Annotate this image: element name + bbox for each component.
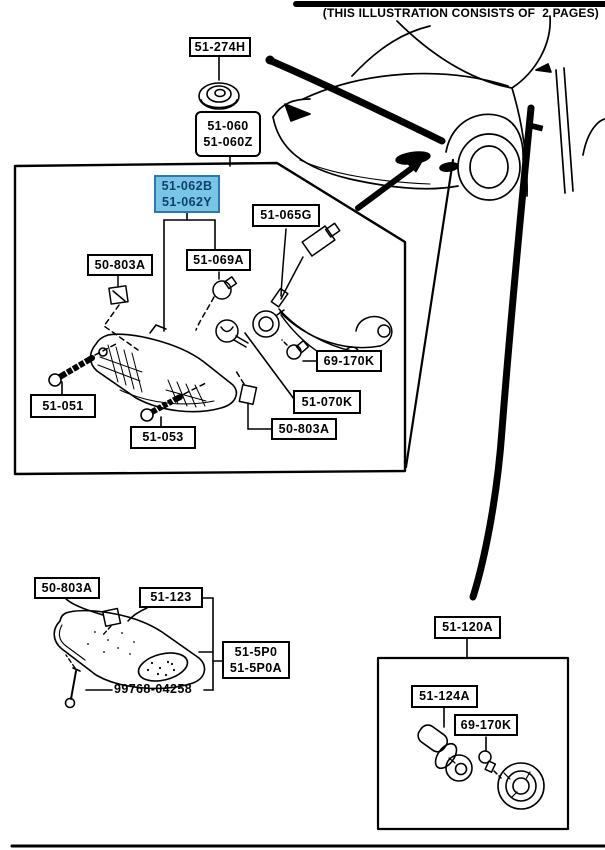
rivet-drawing xyxy=(64,654,214,709)
clip-drawing-upper xyxy=(103,275,139,351)
rear-detail-box xyxy=(376,656,570,831)
part-label-50-803A-mid[interactable]: 50-803A xyxy=(271,418,337,440)
part-label-51-051[interactable]: 51-051 xyxy=(30,394,96,418)
leader-51-070K xyxy=(244,332,295,400)
illustration-note: (THIS ILLUSTRATION CONSISTS OF 2 PAGES) xyxy=(322,6,599,20)
screw-drawing-51-051 xyxy=(48,343,117,395)
wiring-harness-drawing xyxy=(270,222,393,371)
socket-drawing-51-069A xyxy=(195,271,238,331)
part-label-50-803A-side[interactable]: 50-803A xyxy=(34,577,100,599)
lens-hatch-right xyxy=(165,379,207,408)
part-label-51-120A[interactable]: 51-120A xyxy=(434,616,501,639)
part-label-51-053[interactable]: 51-053 xyxy=(130,426,196,449)
front-wheel xyxy=(457,133,521,201)
part-label-51-060[interactable]: 51-060 51-060Z xyxy=(195,111,261,157)
part-label-51-123[interactable]: 51-123 xyxy=(139,587,203,608)
body-sweep-line xyxy=(469,104,535,601)
bracket-51-5P0 xyxy=(198,597,223,691)
part-label-51-062-highlighted[interactable]: 51-062B 51-062Y xyxy=(154,175,220,213)
retainer-rings-drawing xyxy=(497,762,545,810)
side-marker-lamp-drawing xyxy=(53,598,206,690)
headlamp-mark xyxy=(284,103,311,122)
socket-drawing-51-124A xyxy=(417,724,473,782)
part-label-69-170K-front[interactable]: 69-170K xyxy=(316,350,382,372)
clip-drawing-mid xyxy=(235,370,272,430)
screw-drawing-51-053 xyxy=(140,382,207,427)
pointer-arrow-hood xyxy=(265,55,446,145)
part-label-51-124A[interactable]: 51-124A xyxy=(411,685,478,708)
part-label-51-069A[interactable]: 51-069A xyxy=(186,249,251,271)
part-label-51-5P0[interactable]: 51-5P0 51-5P0A xyxy=(222,641,290,679)
lens-stipple xyxy=(87,631,176,677)
bulb-drawing-69-170K-front xyxy=(281,339,317,362)
part-label-51-070K[interactable]: 51-070K xyxy=(293,390,361,414)
leader-51-062 xyxy=(163,212,216,332)
leader-car-to-box xyxy=(404,158,455,469)
main-detail-box xyxy=(13,161,407,476)
grommet-drawing xyxy=(198,56,240,110)
part-label-69-170K-rear[interactable]: 69-170K xyxy=(454,714,518,736)
part-label-50-803A-top[interactable]: 50-803A xyxy=(87,254,153,276)
front-turn-lamp-drawing xyxy=(89,324,238,413)
car-sketch xyxy=(272,15,605,201)
page-borders xyxy=(10,1,605,848)
bulb-and-rings-drawing xyxy=(215,309,285,348)
part-label-51-065G[interactable]: 51-065G xyxy=(252,204,320,227)
bulb-drawing-69-170K-rear xyxy=(478,750,502,779)
pointer-arrow-bumper xyxy=(355,157,425,211)
part-number-99768: 99768-04258 xyxy=(114,682,193,696)
rear-detail-group xyxy=(376,638,570,831)
mirror-mark xyxy=(535,63,552,73)
lens-hatch-left xyxy=(97,344,143,393)
part-label-51-274H[interactable]: 51-274H xyxy=(189,37,251,57)
